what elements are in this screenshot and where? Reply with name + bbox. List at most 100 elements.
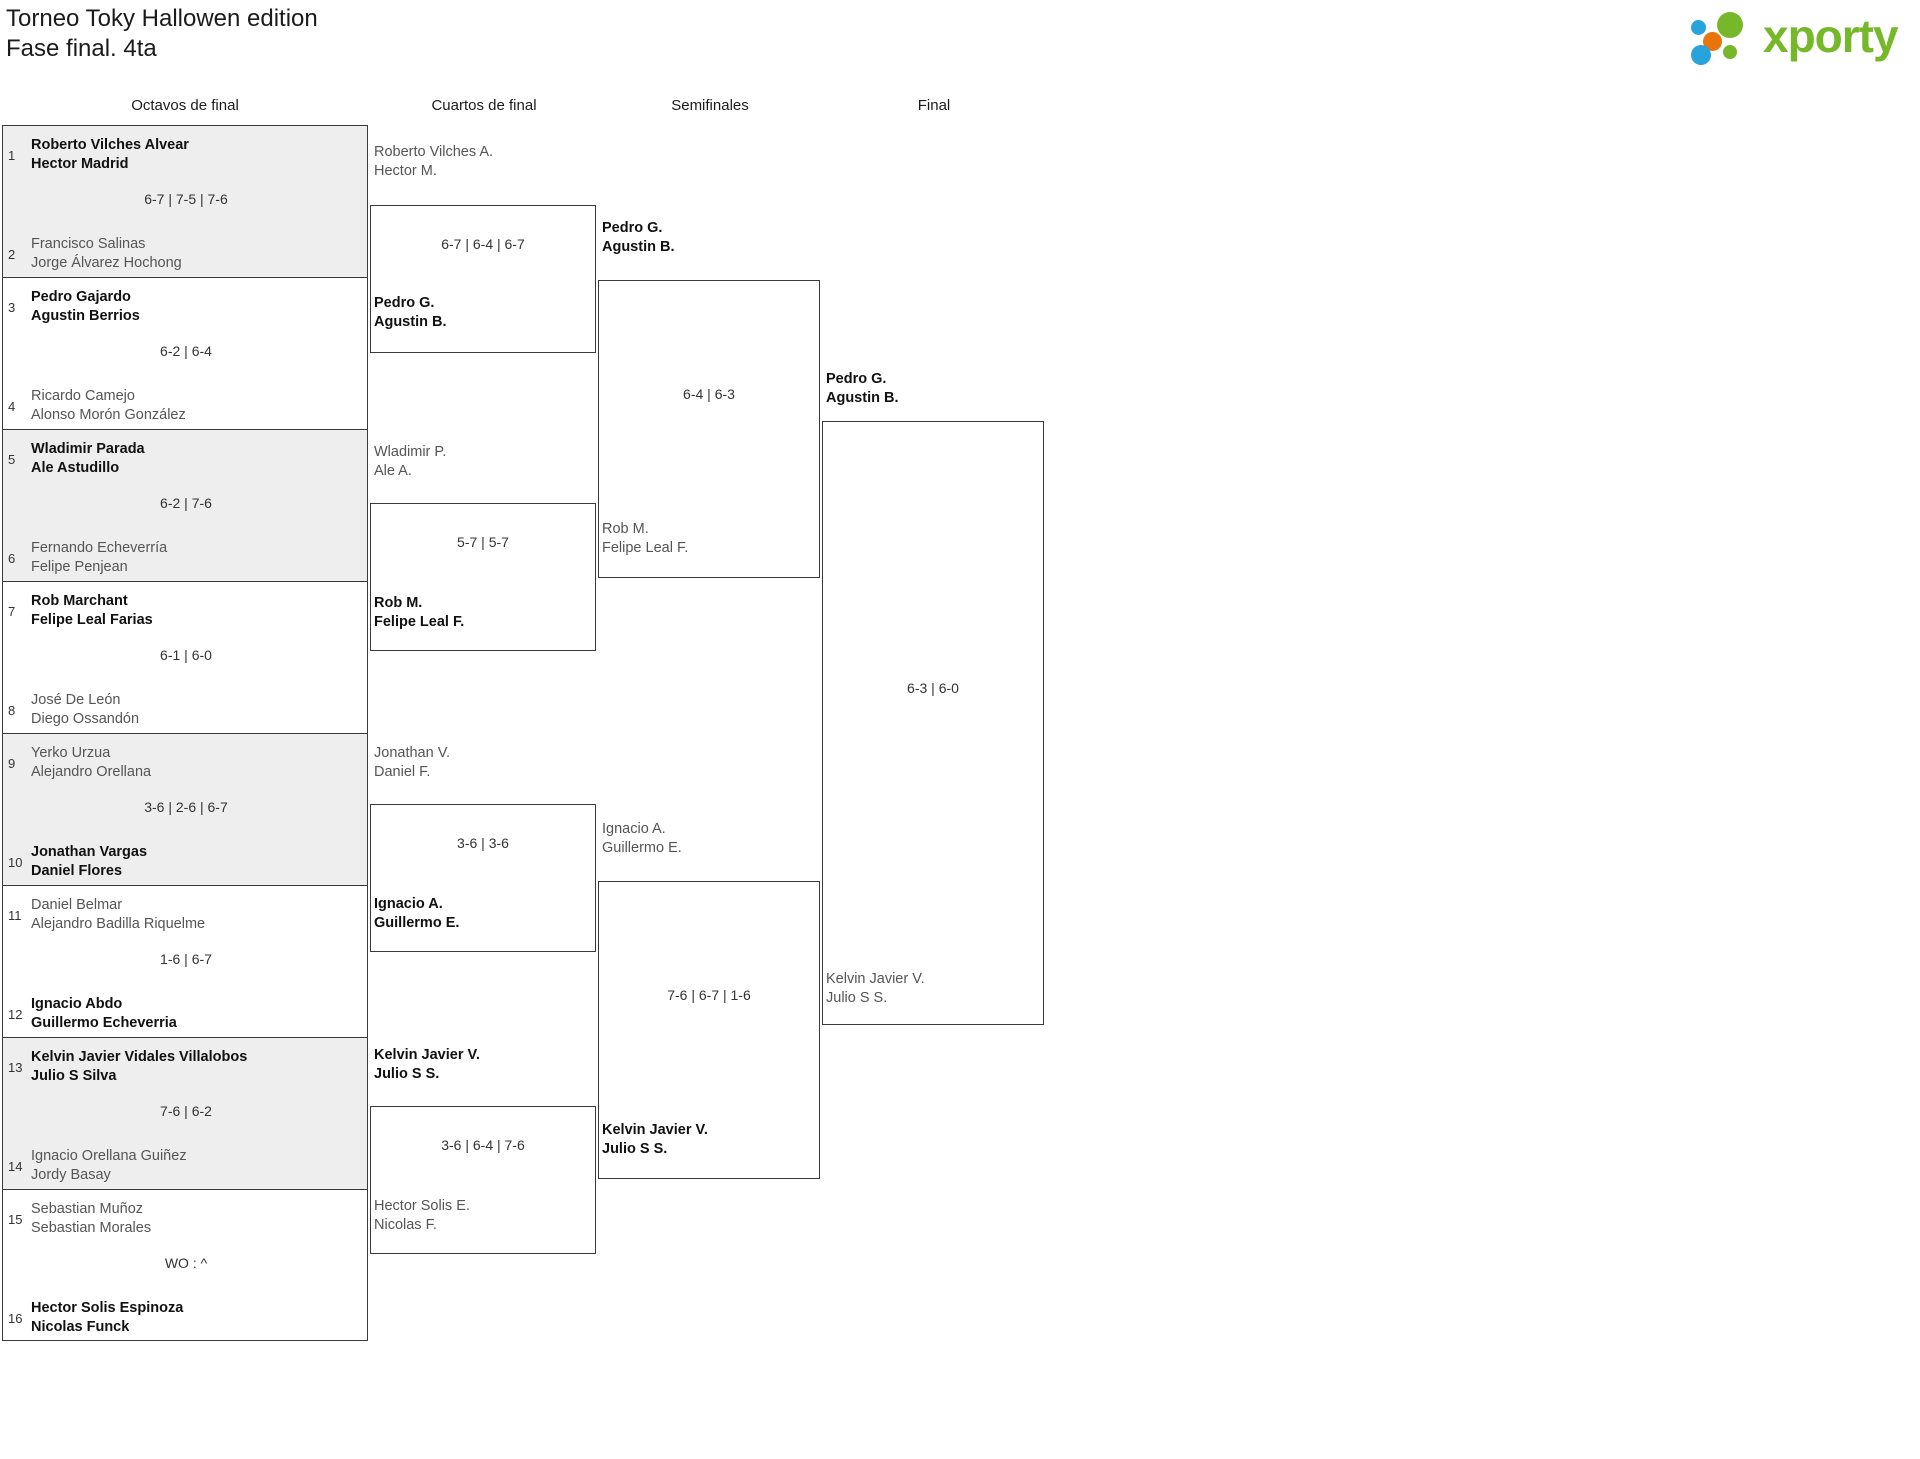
sf-1-team-top[interactable]: Pedro G. Agustin B.: [602, 219, 675, 257]
r16-match-6[interactable]: 11 Daniel Belmar Alejandro Badilla Rique…: [2, 885, 368, 1037]
player-name: Rob M.: [374, 595, 423, 611]
player-name: Agustin Berrios: [31, 308, 140, 324]
seed-number: 8: [8, 703, 16, 718]
sf-1-team-bottom[interactable]: Rob M. Felipe Leal F.: [602, 520, 688, 558]
sf-2-team-bottom[interactable]: Kelvin Javier V. Julio S S.: [602, 1121, 708, 1159]
match-score: 6-1 | 6-0: [160, 647, 212, 663]
sf-match-1[interactable]: 6-4 | 6-3: [598, 280, 820, 578]
qf-1-team-top[interactable]: Roberto Vilches A. Hector M.: [374, 143, 493, 181]
match-score: 1-6 | 6-7: [160, 951, 212, 967]
match-score: 3-6 | 2-6 | 6-7: [144, 799, 228, 815]
r16-team-top[interactable]: Rob Marchant Felipe Leal Farias: [31, 592, 365, 630]
seed-number: 11: [8, 908, 22, 923]
player-name: Agustin B.: [826, 390, 899, 406]
player-name: Sebastian Muñoz: [31, 1201, 144, 1217]
player-name: Ale A.: [374, 463, 412, 479]
r16-team-bottom[interactable]: José De León Diego Ossandón: [31, 691, 365, 729]
round-header-semifinales: Semifinales: [671, 97, 749, 114]
player-name: Jonathan V.: [374, 745, 451, 761]
player-name: Guillermo Echeverria: [31, 1015, 177, 1031]
match-score: 6-2 | 7-6: [160, 495, 212, 511]
qf-4-team-bottom[interactable]: Hector Solis E. Nicolas F.: [374, 1197, 470, 1235]
r16-match-3[interactable]: 5 Wladimir Parada Ale Astudillo 6-2 | 7-…: [2, 429, 368, 581]
r16-team-top[interactable]: Kelvin Javier Vidales Villalobos Julio S…: [31, 1048, 365, 1086]
r16-match-7[interactable]: 13 Kelvin Javier Vidales Villalobos Juli…: [2, 1037, 368, 1189]
qf-1-team-bottom[interactable]: Pedro G. Agustin B.: [374, 294, 447, 332]
player-name: Hector Solis E.: [374, 1198, 470, 1214]
logo-dots-icon: [1691, 12, 1759, 65]
player-name: Julio S S.: [826, 990, 888, 1006]
match-score: 7-6 | 6-7 | 1-6: [667, 987, 751, 1003]
player-name: Julio S S.: [374, 1066, 440, 1082]
player-name: Kelvin Javier Vidales Villalobos: [31, 1049, 248, 1065]
r16-match-2[interactable]: 3 Pedro Gajardo Agustin Berrios 6-2 | 6-…: [2, 277, 368, 429]
qf-match-1[interactable]: 6-7 | 6-4 | 6-7: [370, 205, 596, 353]
final-match[interactable]: 6-3 | 6-0: [822, 421, 1044, 1025]
player-name: Alejandro Orellana: [31, 764, 152, 780]
sf-2-team-top[interactable]: Ignacio A. Guillermo E.: [602, 820, 682, 858]
player-name: Diego Ossandón: [31, 711, 140, 727]
r16-team-bottom[interactable]: Hector Solis Espinoza Nicolas Funck: [31, 1299, 365, 1337]
player-name: José De León: [31, 692, 121, 708]
match-score: 6-7 | 7-5 | 7-6: [144, 191, 228, 207]
qf-2-team-bottom[interactable]: Rob M. Felipe Leal F.: [374, 594, 464, 632]
seed-number: 6: [8, 551, 16, 566]
player-name: Julio S S.: [602, 1141, 668, 1157]
player-name: Rob M.: [602, 521, 649, 537]
r16-team-top[interactable]: Yerko Urzua Alejandro Orellana: [31, 744, 365, 782]
qf-match-3[interactable]: 3-6 | 3-6: [370, 804, 596, 952]
player-name: Daniel Belmar: [31, 897, 123, 913]
seed-number: 9: [8, 756, 16, 771]
r16-team-bottom[interactable]: Jonathan Vargas Daniel Flores: [31, 843, 365, 881]
seed-number: 3: [8, 300, 16, 315]
player-name: Kelvin Javier V.: [826, 971, 925, 987]
match-score: 3-6 | 6-4 | 7-6: [441, 1137, 525, 1153]
xporty-logo: xporty: [1691, 8, 1906, 66]
player-name: Yerko Urzua: [31, 745, 111, 761]
r16-team-top[interactable]: Roberto Vilches Alvear Hector Madrid: [31, 136, 365, 174]
qf-3-team-bottom[interactable]: Ignacio A. Guillermo E.: [374, 895, 459, 933]
r16-team-bottom[interactable]: Fernando Echeverría Felipe Penjean: [31, 539, 365, 577]
player-name: Pedro G.: [602, 220, 663, 236]
final-team-bottom[interactable]: Kelvin Javier V. Julio S S.: [826, 970, 925, 1008]
seed-number: 10: [8, 855, 23, 870]
tournament-phase: Fase final. 4ta: [6, 35, 157, 62]
r16-team-top[interactable]: Sebastian Muñoz Sebastian Morales: [31, 1200, 365, 1238]
seed-number: 2: [8, 247, 16, 262]
player-name: Hector Solis Espinoza: [31, 1300, 184, 1316]
player-name: Wladimir P.: [374, 444, 447, 460]
player-name: Roberto Vilches Alvear: [31, 137, 189, 153]
r16-match-4[interactable]: 7 Rob Marchant Felipe Leal Farias 6-1 | …: [2, 581, 368, 733]
player-name: Guillermo E.: [374, 915, 460, 931]
r16-team-top[interactable]: Wladimir Parada Ale Astudillo: [31, 440, 365, 478]
player-name: Daniel F.: [374, 764, 431, 780]
player-name: Rob Marchant: [31, 593, 128, 609]
qf-4-team-top[interactable]: Kelvin Javier V. Julio S S.: [374, 1046, 480, 1084]
player-name: Pedro G.: [374, 295, 435, 311]
seed-number: 5: [8, 452, 16, 467]
final-team-top[interactable]: Pedro G. Agustin B.: [826, 370, 899, 408]
r16-team-bottom[interactable]: Ricardo Camejo Alonso Morón González: [31, 387, 365, 425]
r16-match-1[interactable]: 1 Roberto Vilches Alvear Hector Madrid 6…: [2, 125, 368, 277]
qf-match-2[interactable]: 5-7 | 5-7: [370, 503, 596, 651]
seed-number: 4: [8, 399, 16, 414]
seed-number: 14: [8, 1159, 23, 1174]
match-score: 6-2 | 6-4: [160, 343, 212, 359]
qf-match-4[interactable]: 3-6 | 6-4 | 7-6: [370, 1106, 596, 1254]
player-name: Agustin B.: [602, 239, 675, 255]
r16-team-top[interactable]: Pedro Gajardo Agustin Berrios: [31, 288, 365, 326]
qf-3-team-top[interactable]: Jonathan V. Daniel F.: [374, 744, 450, 782]
r16-team-top[interactable]: Daniel Belmar Alejandro Badilla Riquelme: [31, 896, 365, 934]
r16-match-5[interactable]: 9 Yerko Urzua Alejandro Orellana 3-6 | 2…: [2, 733, 368, 885]
player-name: Nicolas Funck: [31, 1319, 130, 1335]
r16-team-bottom[interactable]: Ignacio Abdo Guillermo Echeverria: [31, 995, 365, 1033]
sf-match-2[interactable]: 7-6 | 6-7 | 1-6: [598, 881, 820, 1179]
r16-match-8[interactable]: 15 Sebastian Muñoz Sebastian Morales WO …: [2, 1189, 368, 1341]
r16-team-bottom[interactable]: Ignacio Orellana Guiñez Jordy Basay: [31, 1147, 365, 1185]
player-name: Wladimir Parada: [31, 441, 145, 457]
player-name: Pedro G.: [826, 371, 887, 387]
seed-number: 16: [8, 1311, 23, 1326]
r16-team-bottom[interactable]: Francisco Salinas Jorge Álvarez Hochong: [31, 235, 365, 273]
qf-2-team-top[interactable]: Wladimir P. Ale A.: [374, 443, 446, 481]
